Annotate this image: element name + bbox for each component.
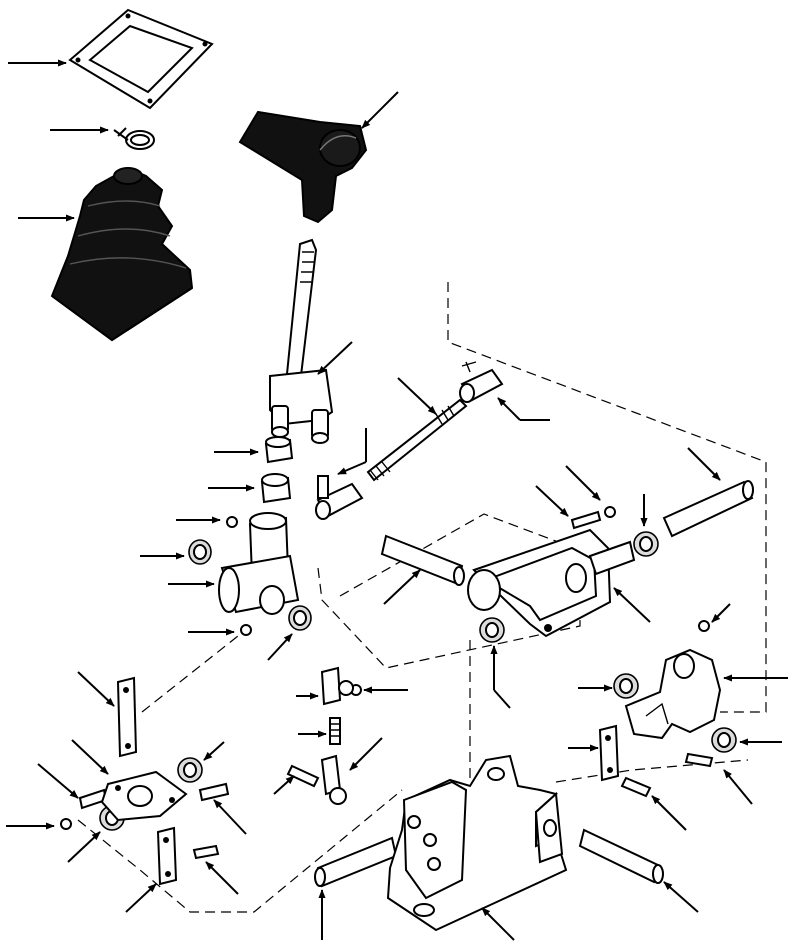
- callout-arrow: [37, 763, 79, 799]
- callout-arrow: [565, 465, 601, 501]
- rod-end-lower: [315, 475, 364, 520]
- callout-arrow: [273, 775, 295, 795]
- callout-arrow: [77, 671, 115, 707]
- callout-arrow: [687, 447, 721, 481]
- callout-arrow: [711, 603, 731, 623]
- link-plate: [116, 676, 620, 886]
- bushing-lower: [260, 473, 292, 504]
- pivot-pin: [314, 480, 754, 888]
- callout-arrow: [613, 587, 651, 623]
- gasket: [68, 8, 214, 110]
- threaded-rod: [366, 398, 468, 482]
- small-pin: [78, 510, 714, 860]
- stud: [329, 717, 341, 745]
- callout-arrow: [723, 769, 753, 805]
- callout-arrow: [337, 461, 367, 475]
- callout-arrow: [361, 91, 399, 129]
- callout-arrow: [213, 799, 247, 835]
- callout-arrow: [67, 831, 101, 863]
- shift-knob: [238, 110, 368, 224]
- clamp: [113, 127, 155, 150]
- callout-arrow: [481, 907, 515, 941]
- rod-end-upper: [459, 361, 504, 403]
- callout-arrow: [535, 485, 569, 517]
- callout-arrows: [6, 59, 788, 941]
- callout-arrow: [383, 569, 421, 605]
- callout-arrow: [267, 633, 293, 661]
- callout-arrow: [203, 741, 225, 761]
- rubber-boot: [50, 167, 194, 342]
- support-base: [386, 754, 568, 932]
- callout-arrow: [651, 795, 687, 831]
- bearing: [99, 531, 737, 831]
- callout-arrow: [71, 739, 109, 775]
- assembly-dashed-lines: [77, 282, 767, 913]
- bushing-upper: [264, 436, 294, 464]
- flange-block: [100, 770, 188, 822]
- grease-fitting: [60, 506, 710, 830]
- callout-arrow: [205, 861, 239, 895]
- callout-arrow: [493, 689, 511, 709]
- callout-arrow: [125, 883, 157, 913]
- callout-arrow: [663, 881, 699, 913]
- callout-arrow: [497, 397, 521, 421]
- ball-joint: [320, 666, 354, 805]
- callout-arrow: [317, 341, 353, 375]
- shift-lever: [269, 238, 334, 444]
- callout-arrow: [349, 737, 383, 771]
- yoke-bracket: [467, 528, 636, 638]
- callout-arrow: [397, 377, 437, 415]
- pivot-housing: [218, 512, 300, 615]
- bellcrank: [624, 648, 722, 740]
